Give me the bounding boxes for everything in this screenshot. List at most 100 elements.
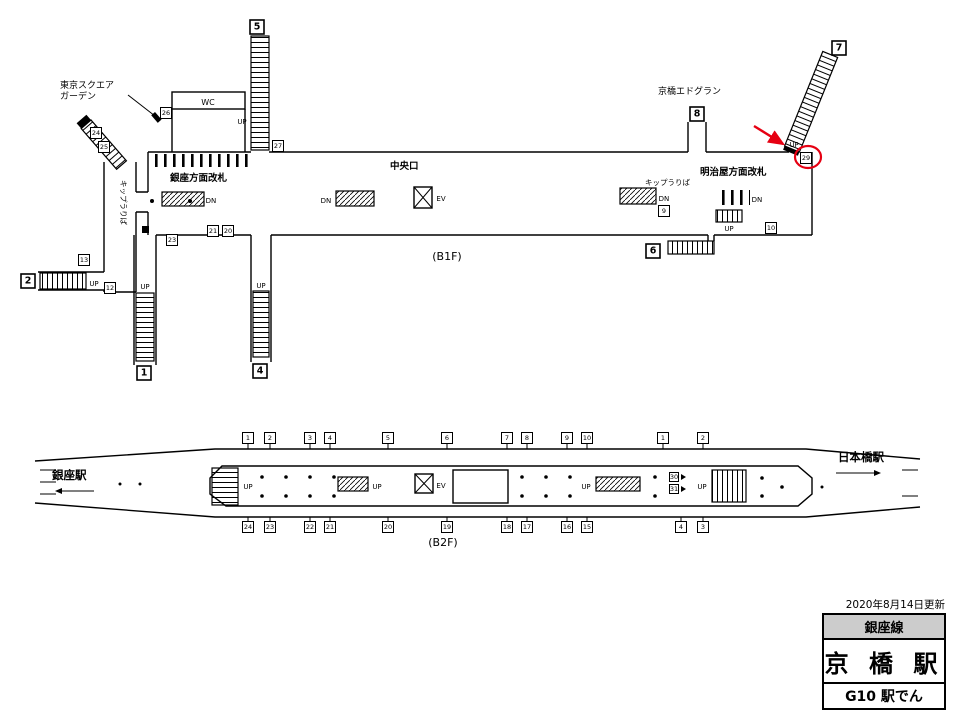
ad-position-number: 10 bbox=[767, 224, 775, 232]
tokyo-square-garden-label-line1: 東京スクエア bbox=[60, 79, 114, 91]
wc-room bbox=[171, 91, 246, 110]
ad-position-box bbox=[501, 521, 513, 533]
ad-position-number: 21 bbox=[209, 227, 217, 235]
center-escalator bbox=[335, 190, 375, 207]
ad-position-box bbox=[264, 432, 276, 444]
pillar-dot bbox=[188, 199, 192, 203]
exit-box bbox=[136, 365, 152, 381]
updated-date: 2020年8月14日更新 bbox=[845, 599, 945, 611]
b1f-wall-outline bbox=[38, 109, 813, 365]
exit-box bbox=[20, 273, 36, 289]
garden-leader-line bbox=[127, 94, 156, 117]
exit-box bbox=[249, 19, 265, 35]
line-name: 銀座線 bbox=[824, 615, 944, 640]
ad-position-box bbox=[324, 521, 336, 533]
ad-position-number: 20 bbox=[224, 227, 232, 235]
highlight-circle bbox=[793, 144, 823, 170]
ad-position-number: 4 bbox=[679, 523, 683, 531]
wc-label: WC bbox=[201, 98, 215, 107]
ginza-gate-label: 銀座方面改札 bbox=[170, 172, 228, 184]
ad-position-number: 8 bbox=[525, 434, 529, 442]
ad-position-number: 20 bbox=[384, 523, 392, 531]
platform-pillars bbox=[118, 475, 824, 498]
up-label-b2f-west: UP bbox=[243, 483, 252, 491]
ad-position-box bbox=[242, 432, 254, 444]
ad-position-box bbox=[160, 107, 172, 119]
west-escalator bbox=[161, 191, 205, 207]
ad-position-number: 7 bbox=[505, 434, 509, 442]
ad-position-box bbox=[98, 141, 110, 153]
meijiya-gate-label: 明治屋方面改札 bbox=[700, 166, 767, 178]
ad-position-box bbox=[800, 152, 812, 164]
ad-position-box bbox=[78, 254, 90, 266]
b2f-west-escalator bbox=[337, 476, 369, 492]
ad-position-box bbox=[166, 234, 178, 246]
tokyo-square-garden-label-line2: ガーデン bbox=[60, 90, 96, 102]
ad-position-box bbox=[697, 432, 709, 444]
ad-position-box bbox=[304, 432, 316, 444]
ad-position-number: 3 bbox=[701, 523, 705, 531]
b2f-elevator bbox=[414, 473, 434, 494]
ad-position-number: 23 bbox=[266, 523, 274, 531]
ad-position-box bbox=[765, 222, 777, 234]
ginza-ticket-gates bbox=[150, 154, 248, 167]
dn-label-center: DN bbox=[321, 197, 332, 205]
ad-position-number: 15 bbox=[583, 523, 591, 531]
station-name: 京 橋 駅 bbox=[824, 650, 944, 678]
b2f-platform-ad-boxes: 30 31 bbox=[669, 472, 679, 494]
up-label-exit4: UP bbox=[256, 282, 265, 290]
ad-position-number: 29 bbox=[802, 154, 810, 162]
direction-triangle bbox=[681, 474, 686, 480]
exit6-stairs bbox=[667, 240, 715, 255]
ad-position-box bbox=[658, 205, 670, 217]
exit-box bbox=[689, 106, 705, 122]
ticket-office-label-west: キップうりば bbox=[119, 180, 128, 225]
b1f-floor-label: (B1F) bbox=[432, 250, 461, 263]
b1f-elevator bbox=[413, 186, 433, 209]
highlight-arrow bbox=[753, 124, 786, 146]
exit-number: 8 bbox=[694, 109, 701, 120]
ad-position-number: 4 bbox=[328, 434, 332, 442]
ad-position-number: 9 bbox=[662, 207, 666, 215]
exit-number: 1 bbox=[141, 368, 148, 379]
ad-position-box bbox=[441, 521, 453, 533]
ad-position-number: 9 bbox=[565, 434, 569, 442]
ad-position-box bbox=[561, 521, 573, 533]
ad-position-number: 10 bbox=[583, 434, 591, 442]
ad-position-box bbox=[272, 140, 284, 152]
ad-position-number: 24 bbox=[92, 129, 100, 137]
ad-position-box bbox=[242, 521, 254, 533]
exit-box bbox=[645, 243, 661, 259]
dn-label-east: DN bbox=[659, 195, 670, 203]
ad-position-number: 30 bbox=[670, 473, 678, 481]
up-label-exit2: UP bbox=[89, 280, 98, 288]
b2f-west-stairs bbox=[211, 467, 239, 506]
ad-position-box bbox=[324, 432, 336, 444]
exit-number: 7 bbox=[836, 43, 843, 54]
b1f-ev-label: EV bbox=[436, 195, 445, 203]
exit-number: 5 bbox=[254, 22, 261, 33]
ad-position-box bbox=[222, 225, 234, 237]
exit-box bbox=[252, 363, 268, 379]
ad-position-number: 16 bbox=[563, 523, 571, 531]
b1f-concourse-map: WC EV bbox=[38, 35, 839, 365]
ad-position-number: 31 bbox=[670, 485, 678, 493]
pillar-dot bbox=[150, 199, 154, 203]
meijiya-up-stairs bbox=[715, 209, 743, 223]
ad-position-box bbox=[521, 432, 533, 444]
ad-position-number: 2 bbox=[701, 434, 705, 442]
chuo-exit-label: 中央口 bbox=[390, 160, 419, 172]
ad-position-number: 25 bbox=[100, 143, 108, 151]
up-label-b2f-east-esc: UP bbox=[581, 483, 590, 491]
dn-label-west: DN bbox=[206, 197, 217, 205]
b2f-east-stairs bbox=[711, 469, 747, 503]
b2f-floor-label: (B2F) bbox=[428, 536, 457, 549]
exit5-stairs bbox=[250, 35, 270, 151]
ad-position-box bbox=[657, 432, 669, 444]
